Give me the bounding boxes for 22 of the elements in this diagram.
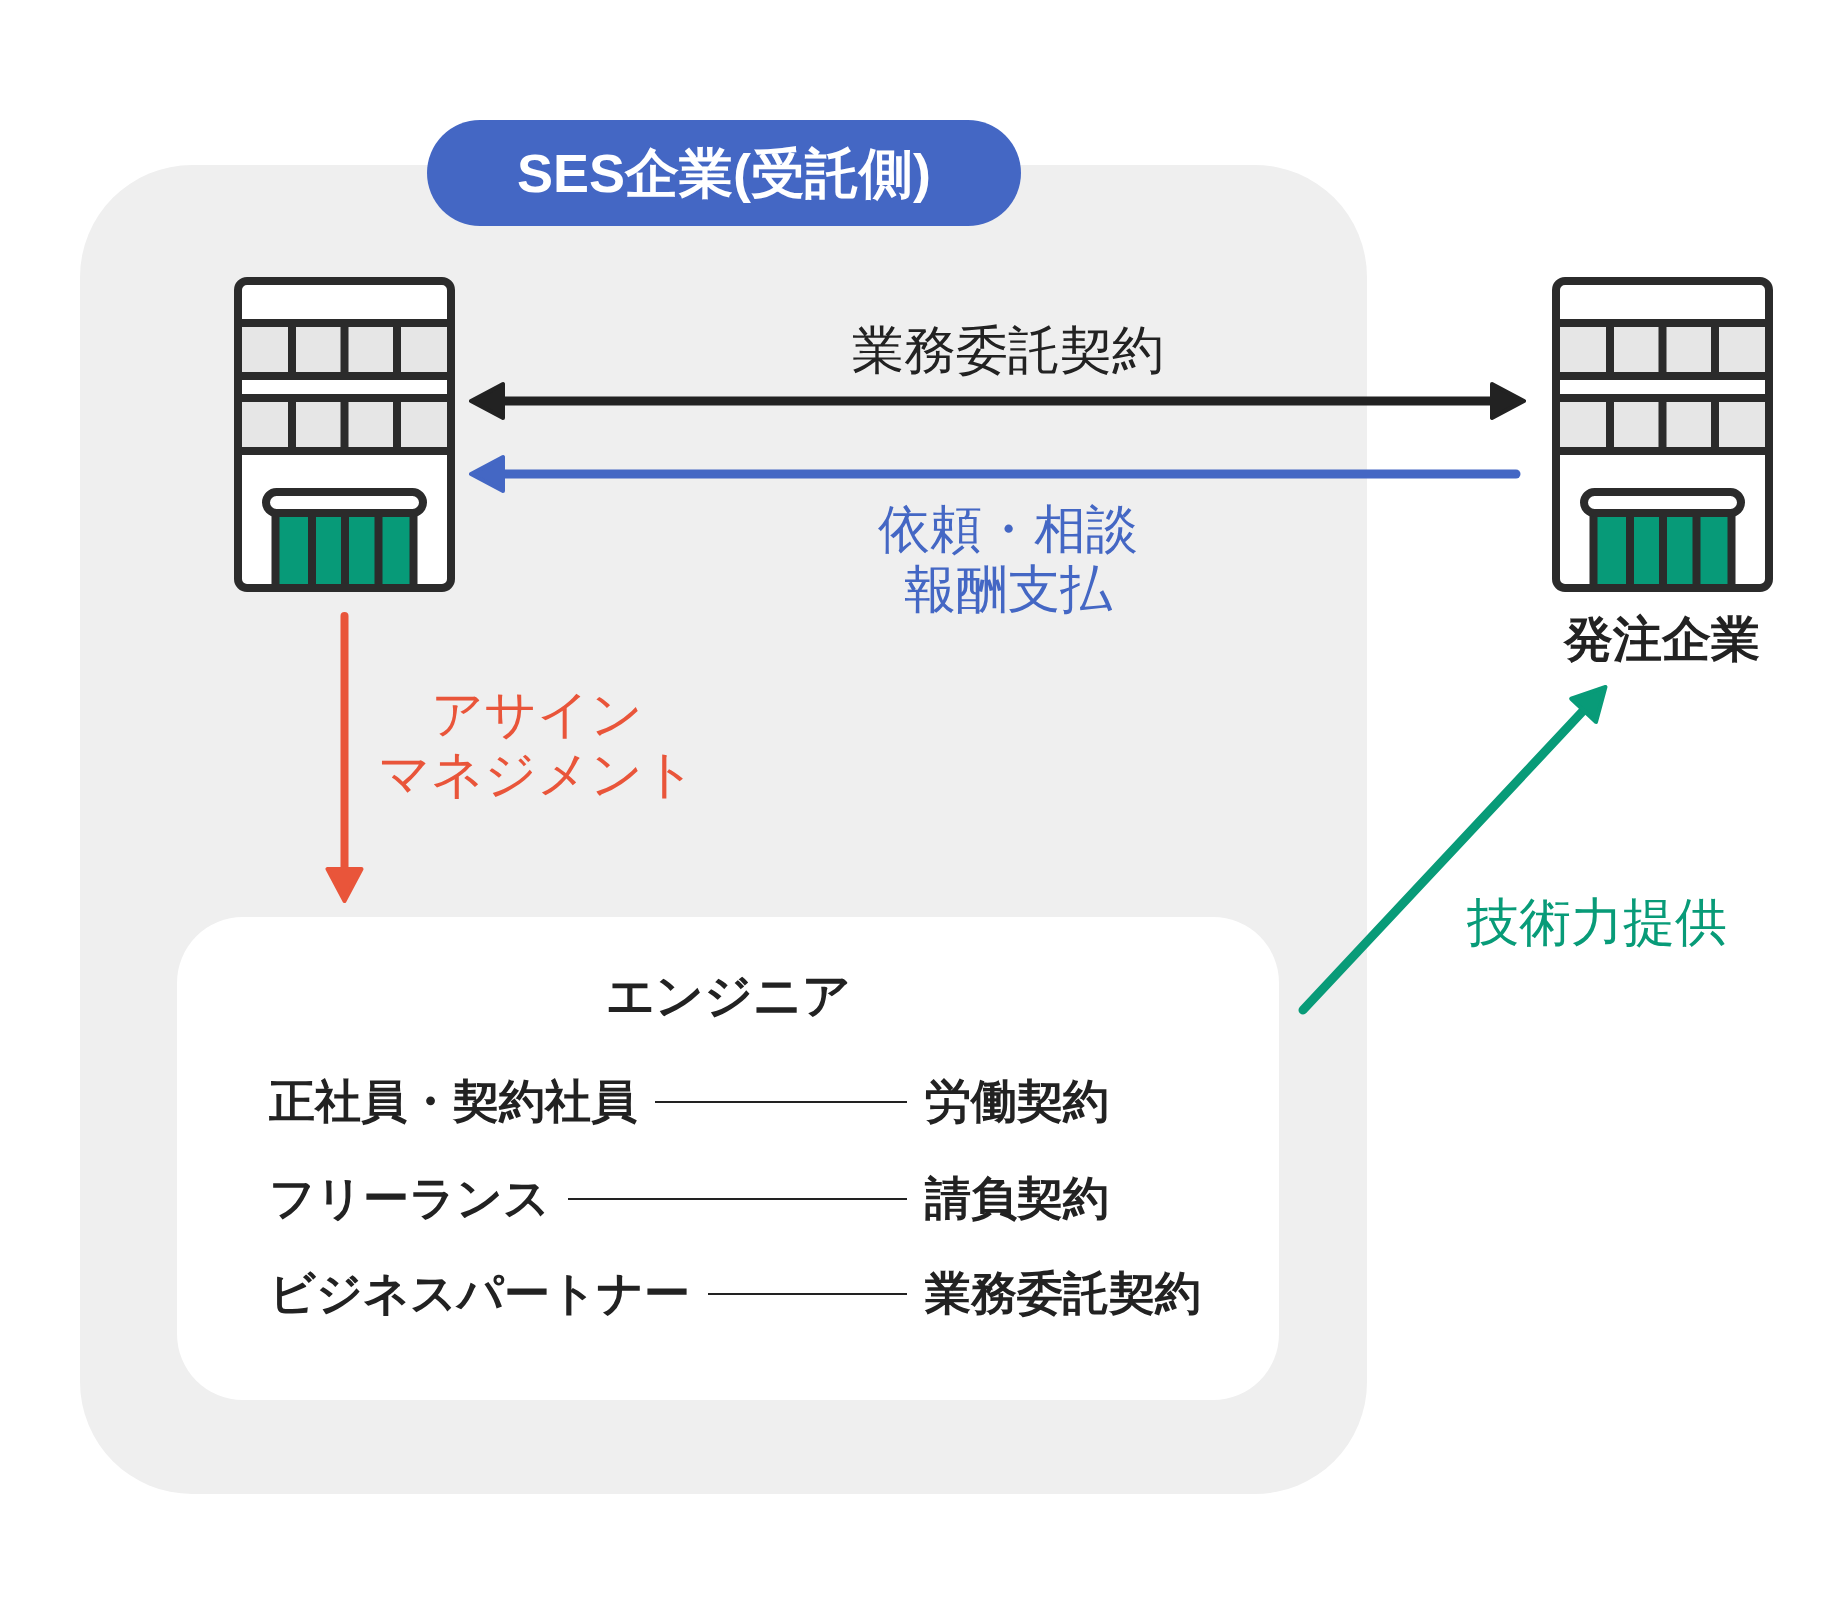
double-arrow: [469, 382, 1526, 420]
info-card: [177, 917, 1279, 1400]
arrow: [325, 612, 364, 903]
edge-label: 技術力提供: [1467, 893, 1727, 953]
company-label: 発注企業: [1564, 611, 1760, 668]
row-value: 業務委託契約: [925, 1266, 1201, 1322]
connector-line: [707, 1293, 908, 1295]
connector-line: [654, 1101, 908, 1103]
building-icon: [234, 277, 455, 592]
edge-label: アサインマネジメント: [378, 685, 696, 805]
card-heading: エンジニア: [605, 968, 851, 1025]
row-value: 請負契約: [925, 1171, 1109, 1227]
arrow: [469, 455, 1521, 493]
row-value: 労働契約: [925, 1074, 1109, 1130]
arrow: [1298, 684, 1608, 1015]
row-label: ビジネスパートナー: [269, 1266, 690, 1322]
row-label: フリーランス: [269, 1171, 550, 1227]
edge-label: 業務委託契約: [852, 321, 1164, 381]
row-label: 正社員・契約社員: [269, 1074, 637, 1130]
edge-label: 依頼・相談報酬支払: [878, 500, 1138, 620]
group-heading: SES企業(受託側): [427, 120, 1021, 226]
connector-line: [567, 1198, 908, 1200]
